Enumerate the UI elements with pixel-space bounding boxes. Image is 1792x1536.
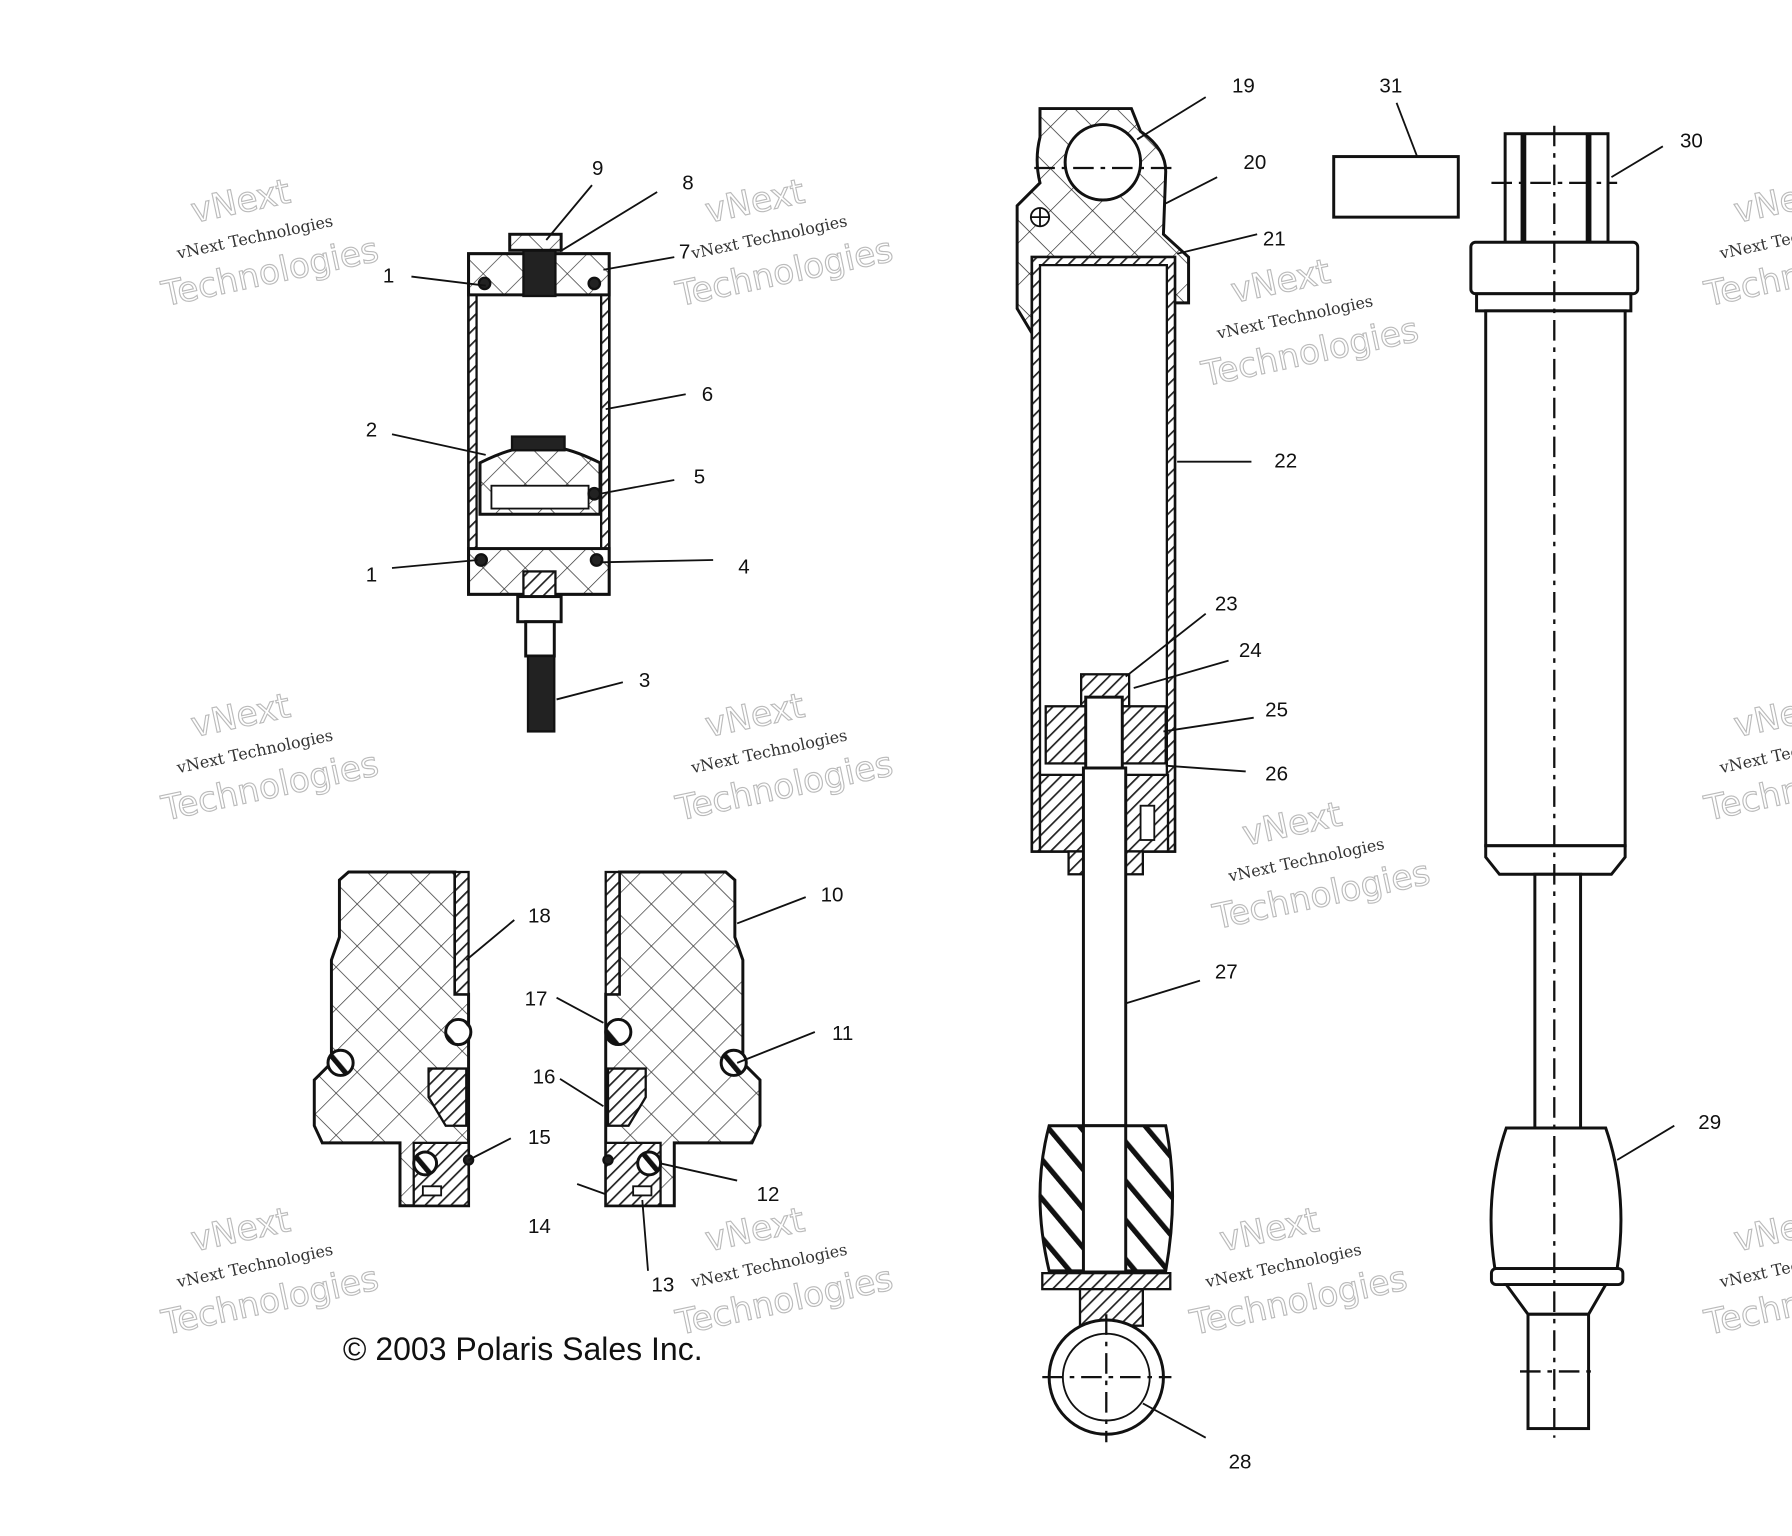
callout-label: 5 (694, 465, 705, 488)
callouts-seal-head: 10 18 17 11 16 15 12 14 13 (465, 884, 853, 1296)
callouts-reservoir: 9 8 7 1 6 2 5 1 4 3 (366, 157, 750, 701)
hose (526, 654, 556, 733)
callout-label: 1 (366, 564, 377, 587)
seal-head-detail (312, 870, 762, 1208)
callout-label: 9 (592, 157, 603, 180)
callout-label: 28 (1229, 1451, 1252, 1474)
callout-label: 22 (1274, 449, 1297, 472)
bushing-right (604, 870, 621, 996)
callout-label: vNext (1730, 1200, 1792, 1260)
callout-label: 11 (832, 1022, 853, 1045)
bushing-left (453, 870, 470, 996)
callout-label: 7 (679, 240, 690, 263)
callout-label: 26 (1265, 763, 1288, 786)
callout-label: 27 (1215, 960, 1238, 983)
callout-line-31 (1395, 102, 1418, 157)
washer (1041, 1272, 1172, 1291)
callout-label: 13 (651, 1273, 674, 1296)
shock-exterior (1469, 125, 1640, 1438)
callout-label: 19 (1232, 75, 1255, 98)
callout-label: 12 (757, 1183, 780, 1206)
callout-label: 30 (1680, 129, 1703, 152)
callout-label: 8 (682, 172, 693, 195)
callout-label: vNext (1730, 172, 1792, 232)
copyright: © 2003 Polaris Sales Inc. (343, 1331, 703, 1367)
seal-right (606, 1067, 647, 1127)
callout-label: 15 (528, 1126, 551, 1149)
callout-label: 16 (533, 1065, 556, 1088)
top-eye-bore (1063, 123, 1143, 202)
bumper-exterior (1489, 1126, 1623, 1271)
spacer-31 (1332, 155, 1460, 219)
callout-label: 1 (383, 264, 394, 287)
callouts-exterior: 30 29 (1610, 129, 1721, 1161)
callout-label: 21 (1263, 228, 1286, 251)
callout-label: 17 (525, 988, 548, 1011)
callout-label: 6 (702, 383, 713, 406)
callout-label: 25 (1265, 699, 1288, 722)
callout-label: 2 (366, 419, 377, 442)
callout-label: 29 (1698, 1111, 1721, 1134)
shaft-exterior (1533, 872, 1583, 1130)
seal-left (427, 1067, 468, 1127)
callout-label: 4 (738, 556, 749, 579)
callouts-shock-section: 19 20 21 22 23 24 25 26 27 28 (1125, 75, 1297, 1474)
reservoir-assembly (467, 232, 611, 733)
callout-label: 18 (528, 904, 551, 927)
callout-label: 23 (1215, 592, 1238, 615)
callout-31: 31 (1379, 75, 1402, 98)
callout-label: vNext (1730, 686, 1792, 746)
shock-section (1015, 107, 1191, 1443)
callout-label: 14 (528, 1215, 551, 1238)
callout-label: 3 (639, 669, 650, 692)
callout-label: 24 (1239, 639, 1262, 662)
callout-label: 20 (1243, 151, 1266, 174)
callout-label: 10 (821, 884, 844, 907)
hose-fitting (516, 595, 563, 624)
